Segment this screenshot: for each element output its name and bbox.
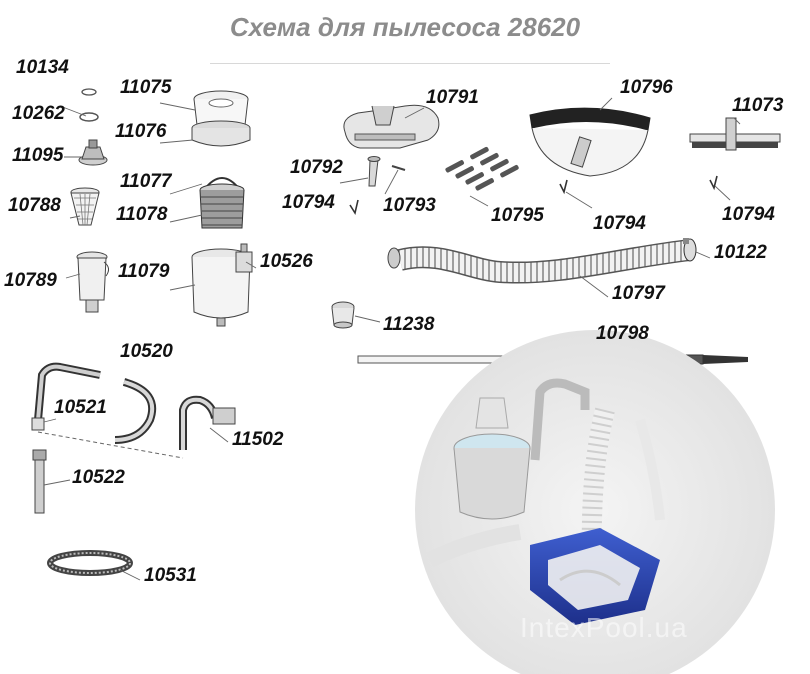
weir-11075-drawing — [193, 90, 249, 126]
valve-cap-11095-drawing — [78, 139, 108, 166]
diagram-title: Схема для пылесоса 28620 — [229, 12, 581, 42]
part-label-10262: 10262 — [12, 103, 65, 124]
part-label-10794-a: 10794 — [282, 192, 335, 213]
part-label-10793: 10793 — [383, 195, 436, 216]
hose-10797-drawing — [387, 239, 692, 284]
part-label-11073: 11073 — [732, 95, 784, 116]
clip-10794b-drawing — [559, 179, 568, 195]
part-label-10522: 10522 — [72, 467, 125, 488]
adapter-11238-drawing — [331, 301, 355, 329]
part-label-11079: 11079 — [118, 261, 170, 282]
title-divider — [210, 63, 610, 64]
skimmer-cup-10789-drawing — [76, 251, 110, 313]
part-label-10521: 10521 — [54, 397, 107, 418]
part-label-10798: 10798 — [596, 323, 649, 344]
elbow-10520-drawing — [114, 378, 157, 444]
part-label-10531: 10531 — [144, 565, 197, 586]
part-label-10794-c: 10794 — [722, 204, 775, 225]
watermark: IntexPool.ua — [520, 612, 688, 643]
hose-clamp-10122-drawing — [683, 238, 697, 262]
part-label-10122: 10122 — [714, 242, 767, 263]
part-label-10797: 10797 — [612, 283, 665, 304]
part-label-10788: 10788 — [8, 195, 61, 216]
part-label-11077: 11077 — [120, 171, 172, 192]
part-label-10520: 10520 — [120, 341, 173, 362]
part-label-10791: 10791 — [426, 87, 479, 108]
part-label-11075: 11075 — [120, 77, 172, 98]
leaf-skimmer-10796-drawing — [529, 107, 651, 177]
screw-10793-drawing — [391, 165, 406, 171]
part-label-10796: 10796 — [620, 77, 673, 98]
clip-10794a-drawing — [349, 199, 359, 216]
strainer-10788-drawing — [70, 187, 100, 226]
inlet-11502-drawing — [179, 395, 236, 450]
vacuum-head-10791-drawing — [343, 104, 440, 149]
installed-photo — [415, 330, 775, 674]
part-label-10792: 10792 — [290, 157, 343, 178]
basket-11078-drawing — [199, 183, 245, 229]
o-ring-10134-drawing — [81, 88, 97, 96]
part-label-11238: 11238 — [383, 314, 435, 335]
part-label-11502: 11502 — [232, 429, 284, 450]
wall-brush-11073-drawing — [689, 117, 781, 151]
part-label-11076: 11076 — [115, 121, 167, 142]
post-10522-drawing — [32, 449, 47, 514]
pin-10792-drawing — [367, 156, 381, 187]
lid-11076-drawing — [191, 120, 251, 147]
hose-10531-drawing — [47, 550, 133, 576]
part-label-10134: 10134 — [16, 57, 69, 78]
o-ring-10262-drawing — [79, 112, 99, 122]
bracket-10526-drawing — [235, 243, 253, 273]
clip-10794c-drawing — [709, 175, 718, 191]
brushes-10795-drawing — [445, 146, 519, 191]
part-label-11078: 11078 — [116, 204, 168, 225]
part-label-10795: 10795 — [491, 205, 544, 226]
dashed-guide — [37, 431, 184, 459]
leader-lines — [43, 97, 741, 581]
part-label-11095: 11095 — [12, 145, 64, 166]
part-label-10526: 10526 — [260, 251, 313, 272]
part-label-10794-b: 10794 — [593, 213, 646, 234]
hanger-10521-drawing — [31, 362, 101, 431]
part-label-10789: 10789 — [4, 270, 57, 291]
